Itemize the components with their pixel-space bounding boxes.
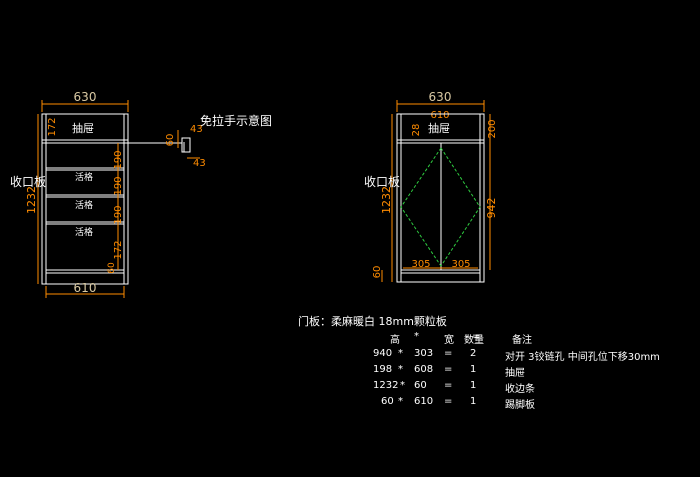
right-top-width-label: 630 bbox=[429, 90, 452, 104]
left-cabinet-view: 630 抽屉 172 活格 活格 活格 190 190 190 172 60 1… bbox=[10, 90, 272, 298]
shelf-label: 活格 bbox=[75, 226, 93, 238]
left-edge-strip-label: 收口板 bbox=[10, 175, 46, 189]
shelf-gap-4: 172 bbox=[113, 240, 124, 259]
right-edge-strip-label: 收口板 bbox=[364, 175, 400, 189]
door-width-left: 305 bbox=[411, 259, 430, 270]
header-qty: 数量 bbox=[464, 335, 484, 346]
handle-dim-top: 43 bbox=[190, 124, 203, 135]
right-cabinet-outline bbox=[396, 113, 485, 283]
handle-dim-height: 60 bbox=[165, 134, 176, 147]
header-height: 高 bbox=[390, 335, 400, 346]
shelf-label: 活格 bbox=[75, 199, 93, 211]
header-times: * bbox=[414, 331, 419, 342]
right-inner-width-label: 610 bbox=[430, 110, 449, 121]
material-note: 门板：柔麻暖白 18mm颗粒板 bbox=[298, 315, 447, 328]
right-drawer-height: 200 bbox=[487, 119, 498, 138]
door-width-right: 305 bbox=[451, 259, 470, 270]
left-top-width-label: 630 bbox=[74, 90, 97, 104]
right-drawer-label: 抽屉 bbox=[428, 121, 450, 135]
left-cabinet-outline bbox=[41, 113, 129, 285]
right-door-swing-guide bbox=[440, 147, 481, 267]
left-bottom-width-label: 610 bbox=[74, 281, 97, 295]
shelf-label: 活格 bbox=[75, 171, 93, 183]
left-door-swing-guide bbox=[400, 147, 442, 267]
right-cabinet-view: 630 610 抽屉 28 305 305 200 942 1232 收口板 bbox=[364, 90, 498, 283]
shelf-gap-2: 190 bbox=[113, 176, 124, 195]
header-note: 备注 bbox=[512, 335, 532, 346]
header-equals: = bbox=[472, 331, 481, 342]
left-overall-height: 1232 bbox=[25, 186, 38, 214]
handle-dim-bottom: 43 bbox=[193, 158, 206, 169]
shelf-gap-1: 190 bbox=[113, 150, 124, 169]
right-overall-height: 1232 bbox=[380, 186, 393, 214]
header-width: 宽 bbox=[444, 335, 454, 346]
right-drawer-offset: 28 bbox=[411, 124, 422, 137]
shelf-gap-3: 190 bbox=[113, 205, 124, 224]
handle-note: 免拉手示意图 bbox=[200, 113, 272, 128]
right-kick-height: 60 bbox=[372, 266, 383, 279]
left-kick-height: 60 bbox=[107, 262, 117, 274]
left-drawer-label: 抽屉 bbox=[72, 121, 94, 135]
door-height: 942 bbox=[485, 198, 498, 219]
left-drawer-height: 172 bbox=[47, 117, 58, 136]
